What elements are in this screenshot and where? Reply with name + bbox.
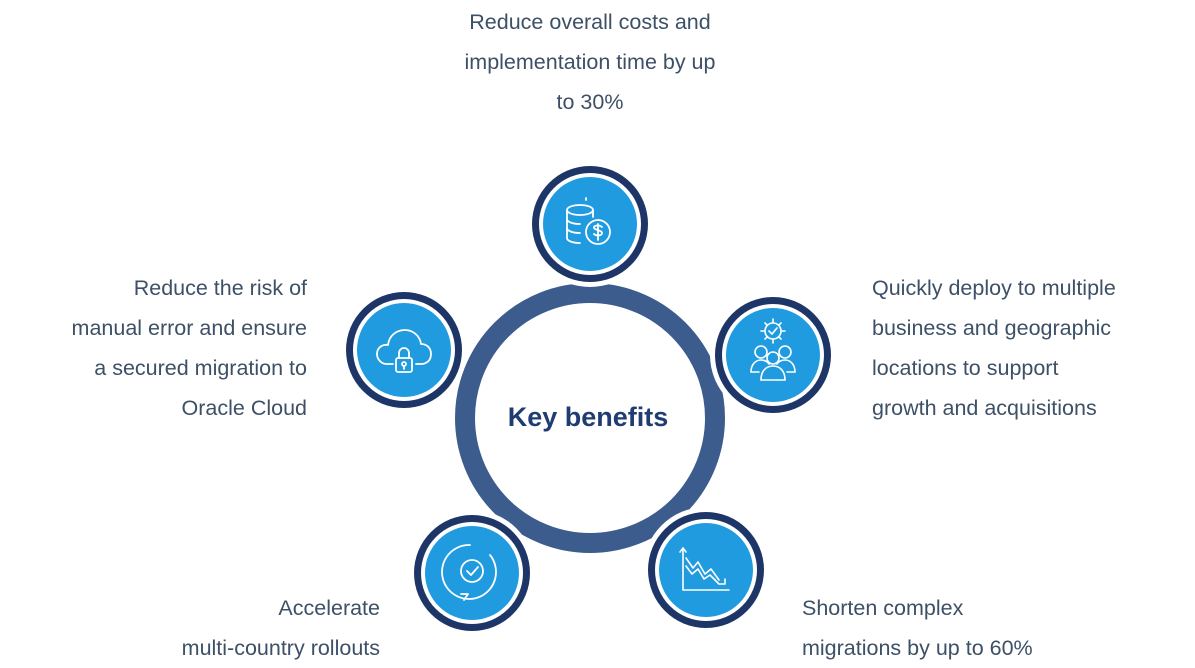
benefit-line: Quickly deploy to multiple <box>872 276 1116 300</box>
benefit-text-cost: Reduce overall costs and implementation … <box>390 2 790 122</box>
benefit-line: business and geographic <box>872 316 1112 340</box>
benefit-text-shorten: Shorten complex migrations by up to 60% <box>802 588 1033 668</box>
coins-dollar-icon <box>566 197 611 245</box>
benefit-node-risk <box>341 287 467 413</box>
benefit-line: Reduce overall costs and <box>469 10 711 34</box>
benefit-line: a secured migration to <box>94 356 307 380</box>
center-title: Key benefits <box>507 402 669 432</box>
benefit-text-risk: Reduce the risk of manual error and ensu… <box>0 268 307 428</box>
benefit-line: Accelerate <box>278 596 380 620</box>
benefit-line: manual error and ensure <box>71 316 307 340</box>
circular-check-arrow-icon <box>441 544 497 601</box>
cloud-lock-icon <box>376 329 432 373</box>
benefit-line: implementation time by up <box>464 50 716 74</box>
benefit-node-shorten <box>643 507 769 633</box>
benefit-line: migrations by up to 60% <box>802 636 1033 660</box>
benefit-node-cost <box>527 161 653 287</box>
benefit-node-deploy <box>710 292 836 418</box>
benefit-line: locations to support <box>872 356 1059 380</box>
team-gear-icon <box>750 318 796 381</box>
benefit-line: multi-country rollouts <box>181 636 380 660</box>
benefit-text-accelerate: Accelerate multi-country rollouts <box>50 588 380 668</box>
benefit-line: to 30% <box>556 90 624 114</box>
declining-chart-icon <box>679 547 730 591</box>
benefit-line: Oracle Cloud <box>181 396 307 420</box>
benefit-line: Shorten complex <box>802 596 964 620</box>
benefit-line: growth and acquisitions <box>872 396 1097 420</box>
benefit-text-deploy: Quickly deploy to multiple business and … <box>872 268 1116 428</box>
benefit-line: Reduce the risk of <box>133 276 307 300</box>
benefit-node-accelerate <box>409 510 535 636</box>
center-ring <box>455 283 725 553</box>
